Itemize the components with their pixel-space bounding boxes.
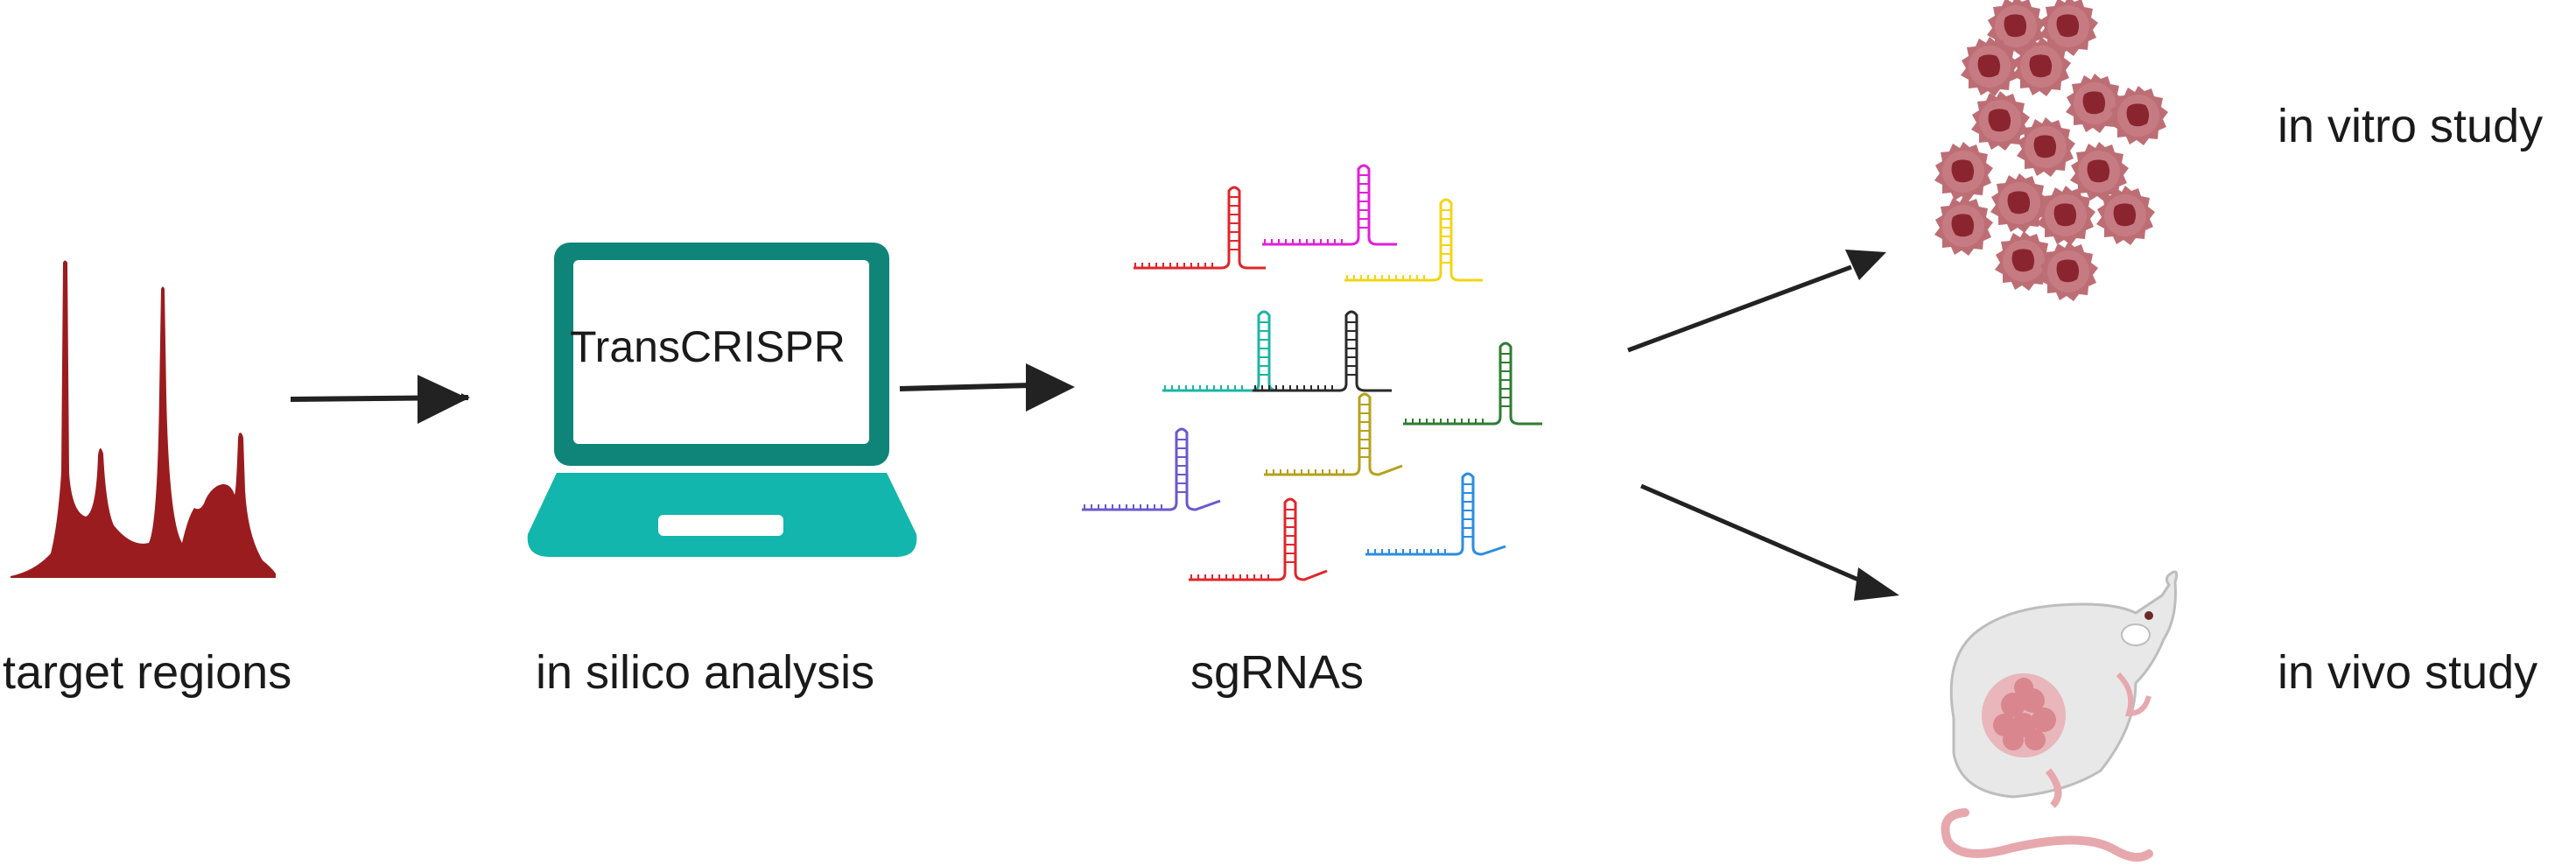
arrow-to-in-vitro	[1627, 264, 1852, 353]
sgrna-10	[1365, 472, 1506, 556]
caption-in-silico: in silico analysis	[536, 646, 875, 699]
caption-sgrnas: sgRNAs	[1190, 646, 1365, 699]
tumor-icon	[1982, 673, 2066, 757]
arrowhead-4	[1854, 567, 1899, 601]
sgrna-4	[1162, 310, 1299, 392]
genomic-peaks-icon	[11, 260, 276, 578]
mouse-icon	[1941, 570, 2179, 862]
sgrna-9	[1189, 497, 1328, 581]
arrow-to-in-vivo	[1640, 483, 1865, 585]
arrowhead-1	[418, 375, 468, 424]
sgrna-6	[1403, 341, 1542, 426]
sgrna-1	[1134, 186, 1266, 270]
arrowhead-2	[1026, 363, 1075, 412]
arrow-to-sgrnas	[899, 383, 1032, 391]
sgrna-cluster	[1082, 164, 1542, 581]
sgrna-5	[1253, 310, 1392, 392]
caption-in-vivo: in vivo study	[2278, 646, 2538, 699]
sgrna-3	[1344, 198, 1483, 282]
arrowhead-3	[1845, 250, 1886, 280]
sgrna-2	[1262, 164, 1397, 246]
cancer-cells-icon	[1934, 0, 2168, 301]
laptop-icon	[527, 243, 917, 557]
sgrna-7	[1082, 427, 1221, 511]
sgrna-8	[1264, 392, 1403, 476]
caption-target-regions: target regions	[3, 646, 292, 699]
caption-in-vitro: in vitro study	[2278, 100, 2544, 152]
laptop-screen-label: TransCRISPR	[570, 322, 846, 371]
